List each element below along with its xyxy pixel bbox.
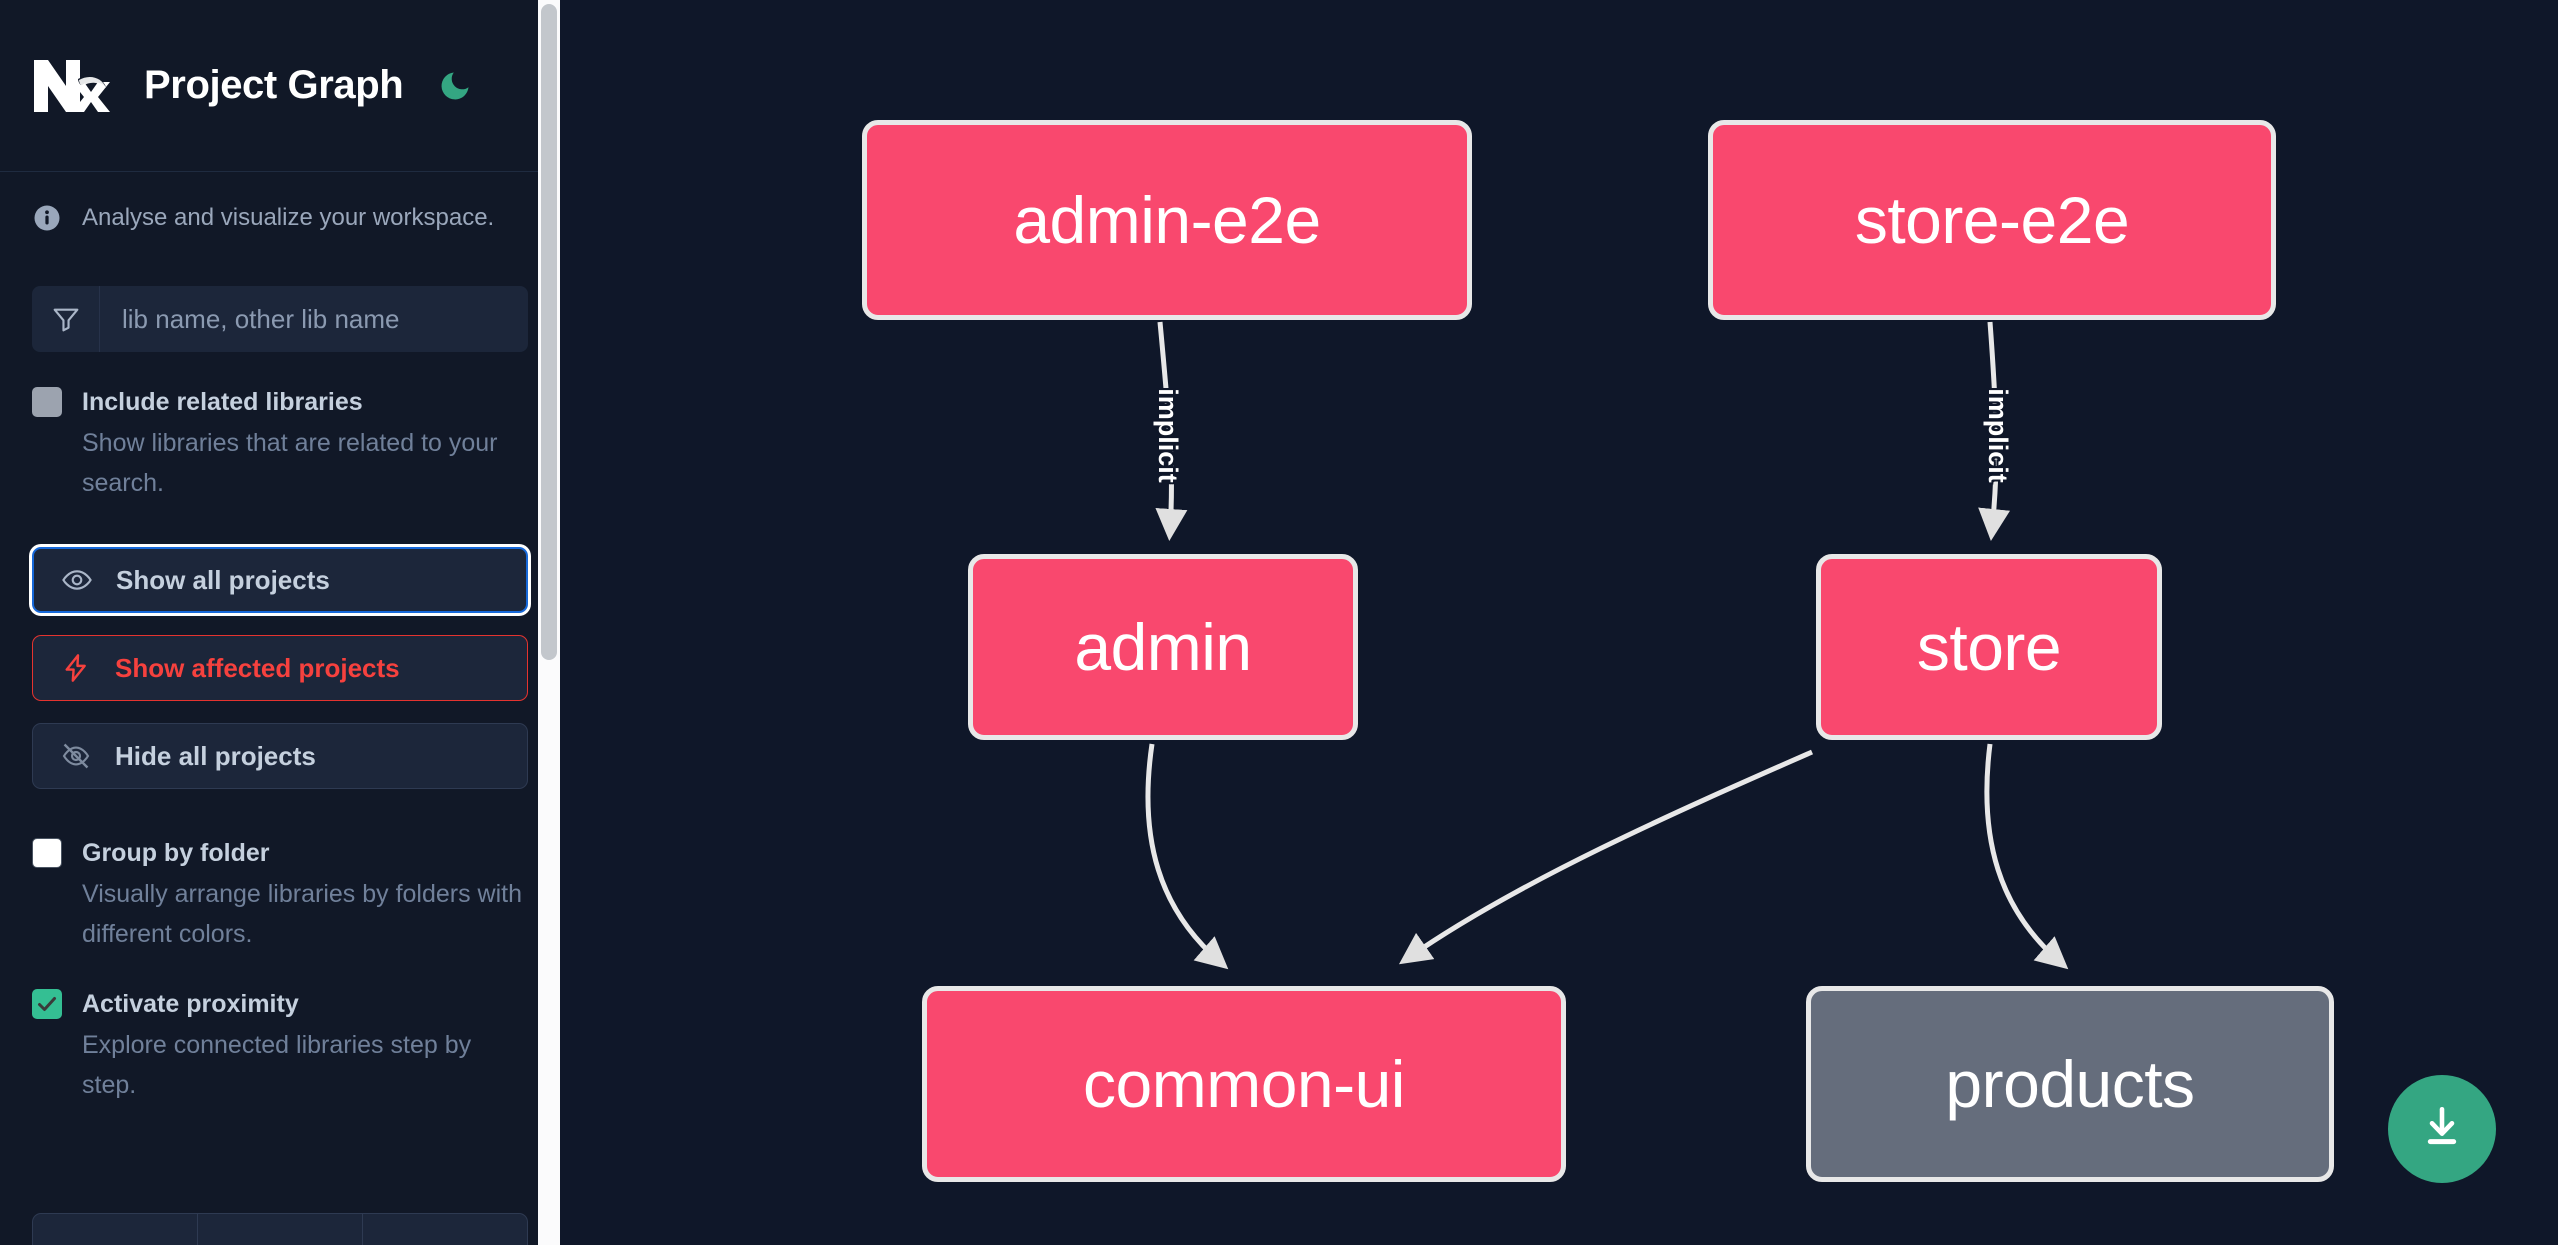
node-label: products bbox=[1945, 1047, 2195, 1121]
node-label: store-e2e bbox=[1854, 183, 2130, 257]
app-title: Project Graph bbox=[144, 63, 404, 107]
info-icon bbox=[32, 203, 62, 233]
segment-option-1[interactable] bbox=[33, 1214, 198, 1245]
graph-node-store[interactable]: store bbox=[1816, 554, 2162, 740]
checkbox-description: Visually arrange libraries by folders wi… bbox=[82, 880, 523, 948]
sidebar: Project Graph Analyse and visualize your… bbox=[0, 0, 560, 1245]
edge-store-e2e-to-store bbox=[1978, 321, 2011, 541]
graph-node-common-ui[interactable]: common-ui bbox=[922, 986, 1566, 1182]
nx-logo-icon bbox=[32, 58, 114, 114]
node-label: admin bbox=[1074, 610, 1252, 684]
segmented-control[interactable] bbox=[32, 1213, 528, 1245]
checkbox-box-unchecked[interactable] bbox=[32, 838, 62, 868]
checkbox-box-checked[interactable] bbox=[32, 989, 62, 1019]
checkbox-include-related-libraries[interactable]: Include related libraries Show libraries… bbox=[0, 382, 560, 503]
graph-node-admin-e2e[interactable]: admin-e2e bbox=[862, 120, 1472, 320]
edge-admin-to-common-ui bbox=[1145, 743, 1229, 970]
node-label: store bbox=[1916, 610, 2062, 684]
edge-label-implicit-admin: implicit bbox=[1152, 388, 1183, 483]
moon-icon[interactable] bbox=[433, 64, 477, 108]
search-field[interactable] bbox=[32, 286, 528, 352]
search-input[interactable] bbox=[100, 286, 528, 352]
checkbox-group-by-folder[interactable]: Group by folder Visually arrange librari… bbox=[0, 833, 560, 954]
edge-label-implicit-store: implicit bbox=[1982, 388, 2013, 483]
button-label: Show affected projects bbox=[115, 652, 400, 683]
tagline-row: Analyse and visualize your workspace. bbox=[0, 172, 560, 264]
filter-funnel-icon bbox=[32, 286, 100, 352]
sidebar-header: Project Graph bbox=[0, 0, 560, 172]
show-all-projects-button[interactable]: Show all projects bbox=[32, 547, 528, 613]
segment-option-2[interactable] bbox=[198, 1214, 363, 1245]
sidebar-scrollbar-track[interactable] bbox=[538, 0, 560, 1245]
sidebar-scrollbar-thumb[interactable] bbox=[541, 4, 557, 660]
checkbox-activate-proximity[interactable]: Activate proximity Explore connected lib… bbox=[0, 984, 560, 1105]
segment-option-3[interactable] bbox=[363, 1214, 527, 1245]
graph-canvas[interactable]: admin-e2e store-e2e admin store common-u… bbox=[560, 0, 2558, 1245]
download-icon bbox=[2417, 1102, 2467, 1157]
edge-store-to-common-ui bbox=[1398, 749, 1814, 965]
graph-node-admin[interactable]: admin bbox=[968, 554, 1358, 740]
graph-edges bbox=[1145, 321, 2069, 970]
edge-admin-e2e-to-admin bbox=[1155, 321, 1188, 541]
checkbox-description: Show libraries that are related to your … bbox=[82, 429, 498, 497]
node-label: admin-e2e bbox=[1013, 183, 1321, 257]
checkbox-box-unchecked[interactable] bbox=[32, 387, 62, 417]
node-label: common-ui bbox=[1083, 1047, 1405, 1121]
checkbox-label: Activate proximity bbox=[82, 990, 299, 1018]
graph-node-store-e2e[interactable]: store-e2e bbox=[1708, 120, 2276, 320]
lightning-bolt-icon bbox=[59, 651, 93, 685]
checkbox-description: Explore connected libraries step by step… bbox=[82, 1031, 472, 1099]
eye-slash-icon bbox=[59, 739, 93, 773]
eye-icon bbox=[60, 563, 94, 597]
show-affected-projects-button[interactable]: Show affected projects bbox=[32, 635, 528, 701]
graph-action-buttons: Show all projects Show affected projects bbox=[32, 547, 528, 789]
checkbox-label: Include related libraries bbox=[82, 388, 363, 416]
download-graph-button[interactable] bbox=[2388, 1075, 2496, 1183]
button-label: Show all projects bbox=[116, 564, 330, 595]
tagline-text: Analyse and visualize your workspace. bbox=[82, 204, 495, 231]
hide-all-projects-button[interactable]: Hide all projects bbox=[32, 723, 528, 789]
checkbox-label: Group by folder bbox=[82, 839, 270, 867]
button-label: Hide all projects bbox=[115, 740, 316, 771]
edge-store-to-products bbox=[1984, 743, 2069, 970]
graph-node-products[interactable]: products bbox=[1806, 986, 2334, 1182]
